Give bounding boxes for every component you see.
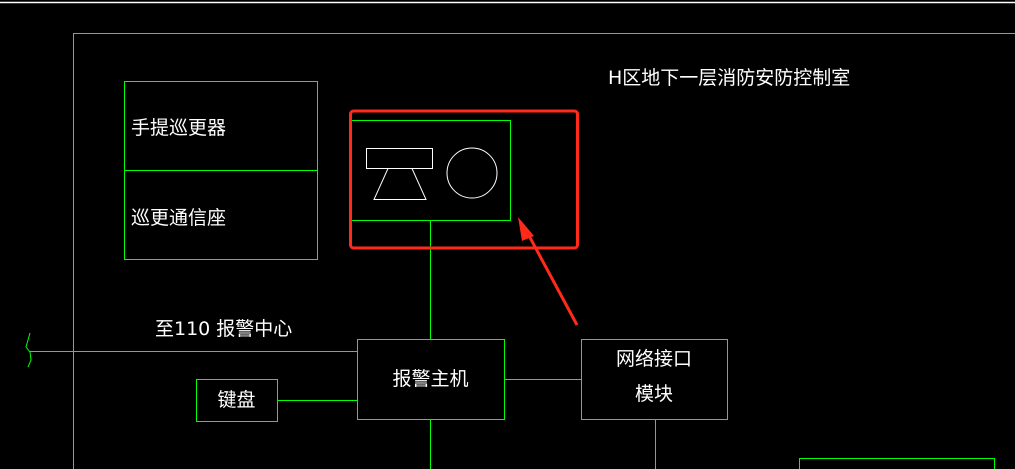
- camera-device-box[interactable]: [351, 120, 511, 221]
- camera-icon-body: [366, 148, 433, 169]
- bottom-right-box[interactable]: [799, 458, 995, 469]
- link-to-110-label: 至110 报警中心: [155, 318, 293, 340]
- patrol-handheld-label: 手提巡更器: [131, 117, 227, 139]
- highlight-arrow-shaft: [525, 231, 579, 326]
- keyboard-label: 键盘: [217, 389, 256, 411]
- alarm-host-label: 报警主机: [392, 368, 469, 390]
- camera-icon-stand: [373, 168, 427, 200]
- break-symbol-icon: [25, 332, 32, 368]
- network-module-label-line1: 网络接口: [615, 348, 692, 370]
- network-module-label-line2: 模块: [634, 383, 673, 405]
- patrol-station-label: 巡更通信座: [131, 207, 227, 229]
- highlight-rectangle: [349, 109, 579, 250]
- network-module-box[interactable]: [581, 339, 728, 420]
- highlight-arrow-head-icon: [518, 217, 534, 241]
- circle-symbol-icon: [446, 147, 498, 199]
- room-title: H区地下一层消防安防控制室: [608, 67, 851, 89]
